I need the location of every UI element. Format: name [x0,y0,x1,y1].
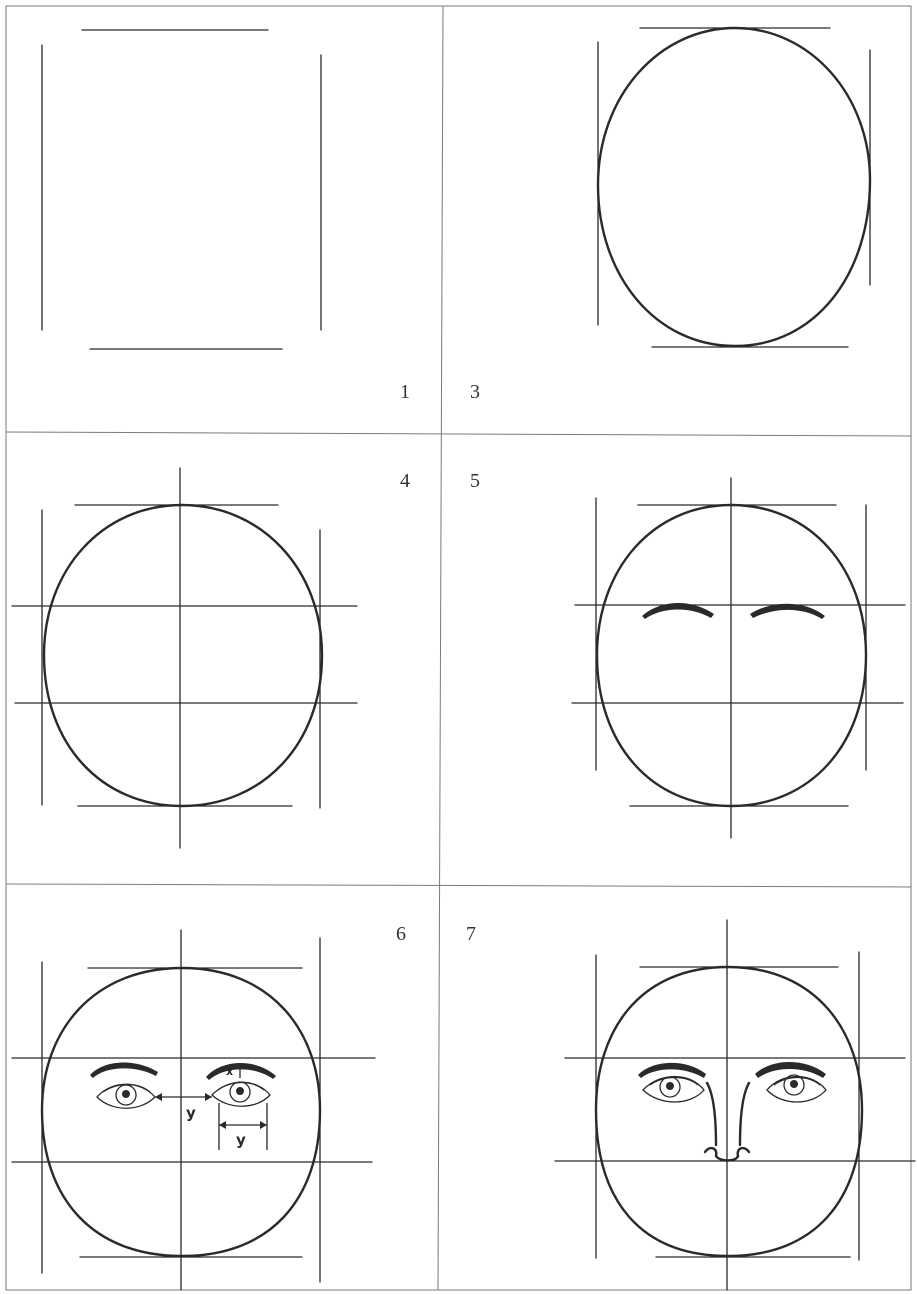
panel-number: 7 [466,923,476,945]
eye-gap-label: y [186,1104,196,1122]
left-eye [643,1077,704,1103]
head-oval [44,505,322,806]
panel-number: 5 [470,470,480,492]
panel-number: 6 [396,923,406,945]
right-eye [767,1075,826,1102]
construction-guides [12,468,357,848]
panel-3: 3 [470,28,870,403]
head-oval [596,967,862,1256]
panel-number: 3 [470,381,480,403]
bounding-box-guides [42,30,321,349]
head-oval [598,28,870,346]
left-eyebrow [90,1063,158,1078]
right-eyebrow [206,1063,276,1080]
construction-guides [572,478,905,838]
panel-1: 1 [42,30,410,403]
panel-4: 4 [12,468,410,848]
panel-7: 7 [466,920,915,1290]
eye-width-label: y [236,1131,246,1149]
bounding-box-guides [598,28,870,347]
grid-dividers [6,6,911,1290]
right-eyebrow [750,604,825,619]
eye-width-measure: y [219,1103,267,1150]
panel-6: y y x 6 [12,923,406,1290]
left-eyebrow [638,1063,706,1078]
panel-number: 4 [400,470,410,492]
right-eye [212,1082,270,1106]
left-eye [97,1084,155,1108]
panel-5: 5 [470,470,905,838]
brow-gap-label: x [226,1065,233,1078]
eye-gap-measure: y [155,1093,212,1122]
panel-number: 1 [400,381,410,403]
